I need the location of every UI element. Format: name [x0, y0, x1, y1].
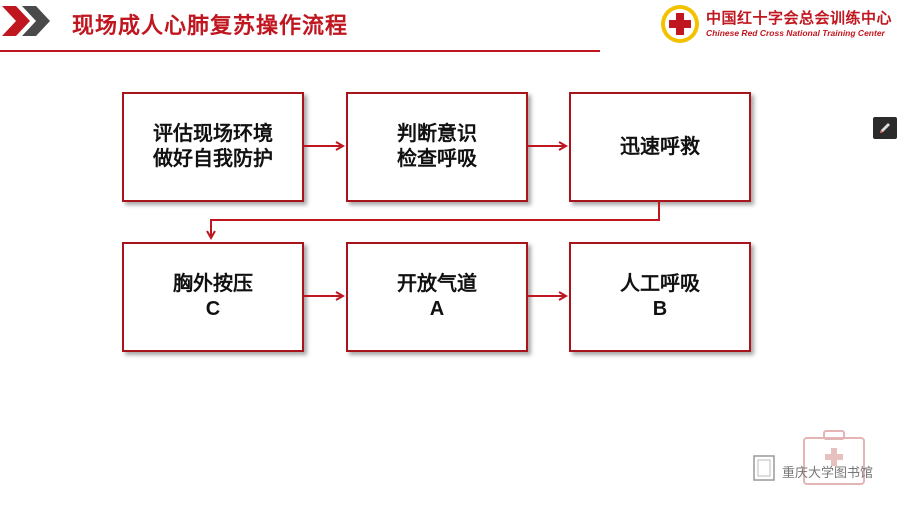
step-sublabel: C	[205, 298, 221, 320]
step-open-airway: 开放气道 A	[346, 242, 528, 352]
step-call-for-help: 迅速呼救	[569, 92, 751, 202]
watermark-text: 重庆大学图书馆	[782, 465, 874, 480]
double-chevron-icon	[2, 6, 50, 36]
step-sublabel: A	[429, 298, 445, 320]
pen-icon	[880, 123, 890, 133]
step-chest-compressions: 胸外按压 C	[122, 242, 304, 352]
step-assess-scene: 评估现场环境 做好自我防护	[122, 92, 304, 202]
library-watermark: 重庆大学图书馆	[752, 428, 898, 498]
logo-name-cn: 中国红十字会总会训练中心	[706, 10, 893, 27]
arrow-row1-to-row2	[211, 201, 660, 238]
step-label: 人工呼吸	[620, 273, 700, 295]
step-label: 迅速呼救	[620, 135, 700, 158]
red-cross-emblem-icon	[661, 5, 699, 43]
step-sublabel: 做好自我防护	[153, 148, 273, 170]
step-label: 评估现场环境	[153, 123, 273, 145]
side-pen-button[interactable]	[873, 117, 897, 139]
step-label: 胸外按压	[173, 273, 253, 295]
first-aid-kit-icon	[753, 430, 865, 485]
step-check-consciousness: 判断意识 检查呼吸	[346, 92, 528, 202]
page-title: 现场成人心肺复苏操作流程	[72, 13, 349, 38]
red-cross-logo: 中国红十字会总会训练中心 Chinese Red Cross National …	[660, 4, 895, 44]
logo-name-en: Chinese Red Cross National Training Cent…	[706, 28, 885, 38]
step-label: 判断意识	[397, 123, 477, 145]
title-divider	[0, 50, 600, 52]
step-rescue-breathing: 人工呼吸 B	[569, 242, 751, 352]
step-sublabel: 检查呼吸	[397, 148, 477, 170]
step-label: 开放气道	[397, 273, 477, 295]
step-sublabel: B	[652, 298, 668, 320]
